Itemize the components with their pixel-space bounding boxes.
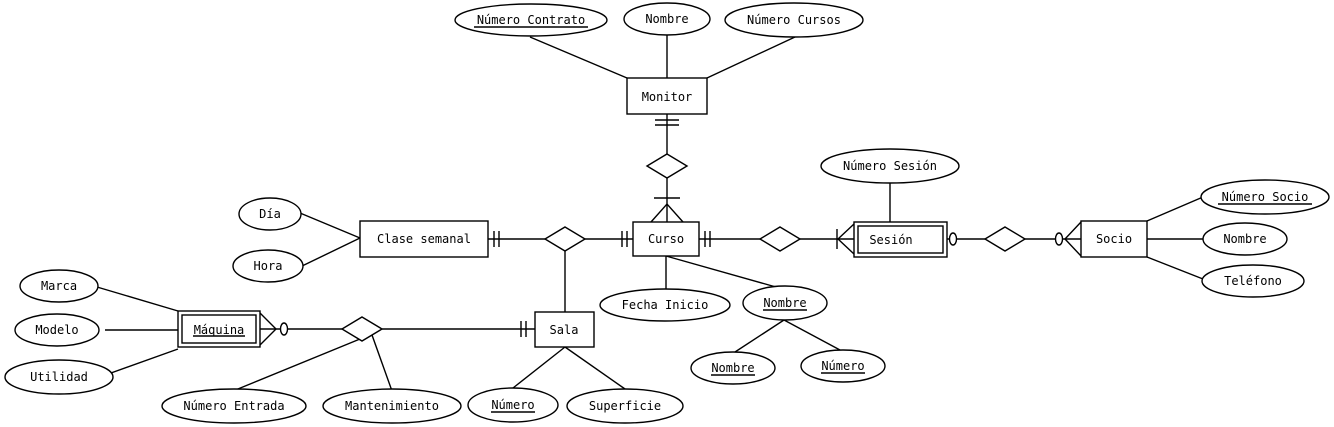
- attribute-curso-fecha-inicio: Fecha Inicio: [599, 288, 731, 322]
- attribute-label: Utilidad: [30, 370, 88, 384]
- attribute-socio-numero: Número Socio: [1200, 179, 1330, 215]
- attribute-mantenimiento: Mantenimiento: [322, 388, 462, 424]
- entity-clase-semanal: Clase semanal: [359, 220, 489, 258]
- relationship-clase-curso-sala: [543, 226, 587, 252]
- attribute-clase-hora: Hora: [232, 249, 304, 283]
- entity-sesion: Sesión: [853, 221, 948, 258]
- attribute-label: Modelo: [35, 323, 78, 337]
- attribute-maquina-marca: Marca: [19, 269, 99, 303]
- attribute-curso-nombre: Nombre: [742, 285, 828, 321]
- attribute-label: Número Socio: [1222, 190, 1309, 204]
- attribute-label: Nombre: [763, 296, 806, 310]
- entity-maquina: Máquina: [177, 310, 261, 348]
- attribute-monitor-numero-cursos: Número Cursos: [724, 2, 864, 38]
- entity-sala-label: Sala: [550, 323, 579, 337]
- attribute-monitor-nombre: Nombre: [623, 2, 711, 36]
- attribute-label: Número Cursos: [747, 13, 841, 27]
- attribute-maquina-utilidad: Utilidad: [4, 359, 114, 395]
- attribute-maquina-modelo: Modelo: [14, 313, 100, 347]
- attribute-label: Número Contrato: [477, 13, 585, 27]
- relationship-curso-sesion: [758, 226, 802, 252]
- attribute-sala-numero: Número: [467, 387, 559, 423]
- attribute-label: Fecha Inicio: [622, 298, 709, 312]
- cardinality-markers: [259, 119, 1082, 346]
- attribute-socio-telefono: Teléfono: [1201, 264, 1305, 298]
- entity-maquina-label: Máquina: [194, 323, 245, 337]
- attribute-label: Nombre: [645, 12, 688, 26]
- attribute-label: Hora: [254, 259, 283, 273]
- attribute-label: Nombre: [1223, 232, 1266, 246]
- entity-socio: Socio: [1080, 220, 1148, 258]
- attribute-label: Número Sesión: [843, 159, 937, 173]
- attribute-label: Número: [491, 398, 534, 412]
- relationship-mantenimiento: [340, 316, 384, 342]
- attribute-curso-nombre-nombre: Nombre: [690, 351, 776, 385]
- relationship-sesion-socio: [983, 226, 1027, 252]
- entity-clase-semanal-label: Clase semanal: [377, 232, 471, 246]
- attribute-socio-nombre: Nombre: [1202, 222, 1288, 256]
- relationship-monitor-curso: [645, 153, 689, 179]
- attribute-label: Nombre: [711, 361, 754, 375]
- attribute-sala-superficie: Superficie: [566, 388, 684, 424]
- attribute-monitor-numero-contrato: Número Contrato: [454, 3, 608, 37]
- entity-curso-label: Curso: [648, 232, 684, 246]
- relationships: [340, 153, 1027, 342]
- connector-lines: [96, 34, 1204, 392]
- entity-sesion-label: Sesión: [869, 233, 912, 247]
- attribute-label: Teléfono: [1224, 274, 1282, 288]
- attribute-label: Superficie: [589, 399, 661, 413]
- attribute-label: Mantenimiento: [345, 399, 439, 413]
- attribute-mantenimiento-numero-entrada: Número Entrada: [161, 388, 307, 424]
- attribute-label: Número: [821, 359, 864, 373]
- entity-socio-label: Socio: [1096, 232, 1132, 246]
- attribute-label: Número Entrada: [183, 399, 284, 413]
- attribute-label: Día: [259, 207, 281, 221]
- attribute-label: Marca: [41, 279, 77, 293]
- attribute-clase-dia: Día: [238, 197, 302, 231]
- entity-curso: Curso: [632, 221, 700, 257]
- attribute-curso-nombre-numero: Número: [800, 349, 886, 383]
- entity-monitor-label: Monitor: [642, 90, 693, 104]
- entity-monitor: Monitor: [626, 77, 708, 115]
- entity-sala: Sala: [534, 311, 595, 348]
- attribute-sesion-numero: Número Sesión: [820, 148, 960, 184]
